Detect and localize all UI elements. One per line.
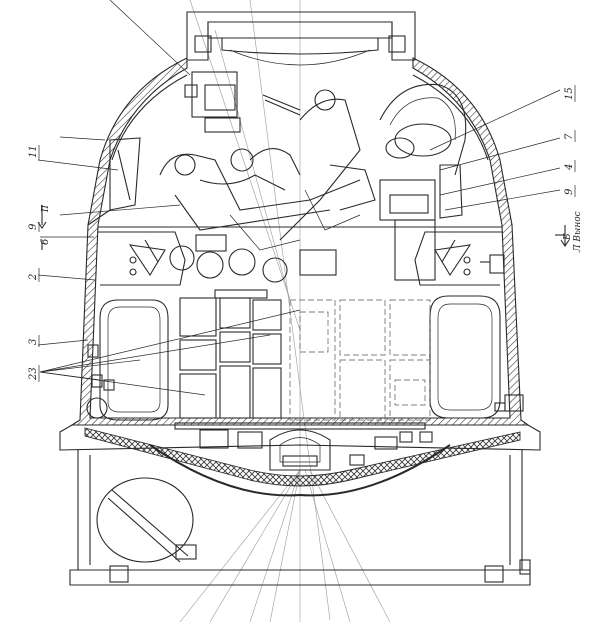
lower-skirt xyxy=(69,429,531,586)
callout-labels: 11 9 II 6 2 3 23 15 7 4 9 Б Л Вынос xyxy=(28,87,583,381)
callout-7: 7 xyxy=(564,133,575,140)
heat-shield-base xyxy=(59,424,541,497)
section-mark-right-letter: Б xyxy=(563,233,573,241)
callout-11: 11 xyxy=(28,145,39,158)
callout-23: 23 xyxy=(28,367,39,381)
callout-6: 6 xyxy=(40,238,51,245)
leader-lines xyxy=(37,0,561,396)
crew-seats xyxy=(159,89,376,251)
mid-deck xyxy=(98,231,505,286)
callout-3: 3 xyxy=(28,339,39,345)
top-hatch xyxy=(186,11,416,66)
section-arrows xyxy=(37,205,570,250)
right-station xyxy=(379,83,467,281)
callout-2: 2 xyxy=(28,274,39,281)
construction-lines xyxy=(179,0,391,622)
right-tank xyxy=(429,295,524,419)
equipment-bay xyxy=(174,289,431,430)
left-tank xyxy=(86,299,169,421)
callout-9-right: 9 xyxy=(564,188,575,195)
instrument-console xyxy=(87,71,241,226)
callout-underlines xyxy=(38,85,576,382)
callout-9-left: 9 xyxy=(28,223,39,230)
callout-4: 4 xyxy=(564,164,575,171)
section-mark-left: II xyxy=(41,204,51,213)
callout-15: 15 xyxy=(564,87,575,100)
section-mark-right-text: Л Вынос xyxy=(573,211,583,253)
